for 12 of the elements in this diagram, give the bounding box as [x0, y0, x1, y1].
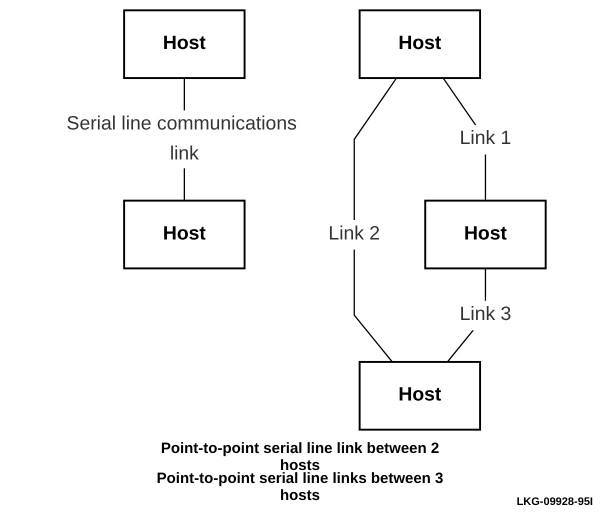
edge-label: Link 1 [460, 127, 512, 150]
node-box: Host [358, 360, 482, 431]
node-box: Host [123, 9, 246, 80]
node-box: Host [123, 200, 246, 270]
edge-label: Link 3 [460, 303, 512, 326]
node-box: Host [424, 200, 547, 270]
edge-label: Serial line communications link [66, 112, 297, 164]
note-text: Point-to-point serial line links between 3 hosts [156, 470, 444, 504]
node-box: Host [358, 9, 482, 80]
edge-label: Link 2 [328, 222, 380, 245]
figure-code: LKG-09928-95I [516, 496, 593, 508]
connector [354, 78, 398, 362]
